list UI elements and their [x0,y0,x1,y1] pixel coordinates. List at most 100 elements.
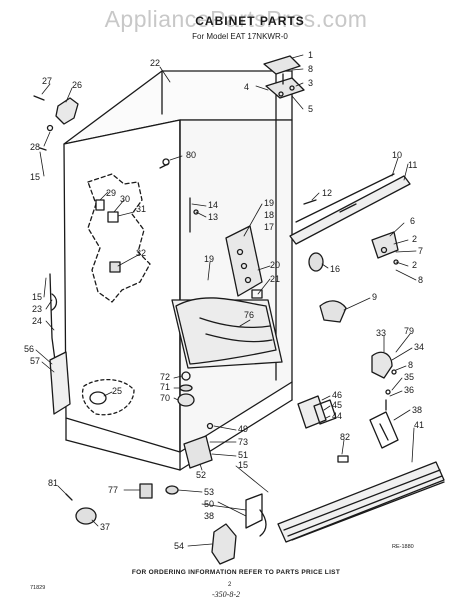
callout-6: 6 [410,216,415,226]
callout-3: 3 [308,78,313,88]
callout-73: 73 [238,437,248,447]
callout-17: 17 [264,222,274,232]
callout-79: 79 [404,326,414,336]
callout-28: 28 [30,142,40,152]
callout-54: 54 [174,541,184,551]
screws-13-14 [189,197,199,233]
callout-32: 32 [136,248,146,258]
callout-72: 72 [160,372,170,382]
callout-8c: 8 [408,360,413,370]
diagram-title: CABINET PARTS [195,14,305,28]
door-hinge-right [371,231,399,265]
callout-8: 8 [308,64,313,74]
vent-patch [81,379,135,416]
callout-7: 7 [418,246,423,256]
callout-81: 81 [48,478,58,488]
bracket-9 [319,300,347,323]
callout-21: 21 [270,274,280,284]
callout-1: 1 [308,50,313,60]
callout-49: 49 [238,424,248,434]
bracket-54 [211,523,237,565]
callout-4: 4 [244,82,249,92]
reference-code: RE-1880 [392,544,414,550]
callout-41: 41 [414,420,424,430]
callout-22: 22 [150,58,160,68]
bracket-56 [49,351,71,415]
callout-20: 20 [270,260,280,270]
callout-14: 14 [208,200,218,210]
screws-35-36 [385,369,397,395]
callout-8b: 8 [418,275,423,285]
callout-33: 33 [376,328,386,338]
top-hinge [263,55,305,99]
ordering-footer: FOR ORDERING INFORMATION REFER TO PARTS … [131,569,341,576]
callout-51: 51 [238,450,248,460]
pin-12 [303,199,317,205]
leader-lines [35,54,417,547]
callout-45: 45 [332,400,342,410]
callout-38b: 38 [204,511,214,521]
callout-2: 2 [412,234,417,244]
callout-11: 11 [408,160,417,170]
plates-44-46 [297,395,337,429]
callout-80: 80 [186,150,196,160]
kick-plate [277,461,445,543]
callout-25: 25 [112,386,122,396]
callout-numbers: 1 8 3 4 5 22 27 26 28 15 80 10 11 29 30 … [24,50,424,551]
callout-82: 82 [340,432,350,442]
insulation-patch [87,173,151,303]
callout-15c: 15 [238,460,248,470]
clip-82 [337,455,349,463]
callout-16: 16 [330,264,340,274]
callout-5: 5 [308,104,313,114]
callout-30: 30 [120,194,130,204]
callout-15b: 15 [32,292,42,302]
callout-44: 44 [332,411,342,421]
callout-29: 29 [106,188,116,198]
callout-12: 12 [322,188,332,198]
callout-23: 23 [32,304,42,314]
callout-9: 9 [372,292,377,302]
corner-code: 71829 [30,585,46,591]
screw-80 [159,158,170,169]
diagram-subtitle: For Model EAT 17NKWR-0 [192,32,288,41]
foot-53 [139,483,179,499]
callout-18: 18 [264,210,274,220]
leveler-52 [183,422,214,469]
bracket-34 [371,351,393,411]
rail-assembly [289,173,411,245]
callout-19b: 19 [204,254,214,264]
roller-16 [308,252,324,272]
callout-71: 71 [160,382,170,392]
callout-15: 15 [30,172,40,182]
callout-56: 56 [24,344,34,354]
bracket-38-50 [245,493,267,537]
page-mark: 2 [228,582,232,588]
callout-50: 50 [204,499,214,509]
clip-38-41 [369,411,399,449]
callout-13: 13 [208,212,218,222]
callout-57: 57 [30,356,40,366]
callout-35: 35 [404,372,414,382]
control-bracket [225,225,263,299]
drain-tube [49,273,58,369]
callout-34: 34 [414,342,424,352]
callout-24: 24 [32,316,42,326]
cabinet-body [63,70,293,471]
watermark: AppliancePartsPros.com [104,6,368,32]
left-hinge [33,95,79,151]
callout-76: 76 [244,310,254,320]
callout-27: 27 [42,76,52,86]
callout-31: 31 [136,204,146,214]
callout-70: 70 [160,393,170,403]
callout-52: 52 [196,470,206,480]
callout-77: 77 [108,485,118,495]
callout-38: 38 [412,405,422,415]
callout-10: 10 [392,150,402,160]
roller-37 [65,493,97,525]
callout-2b: 2 [412,260,417,270]
callout-19: 19 [264,198,274,208]
handwritten-note: -350-8-2 [212,590,240,599]
